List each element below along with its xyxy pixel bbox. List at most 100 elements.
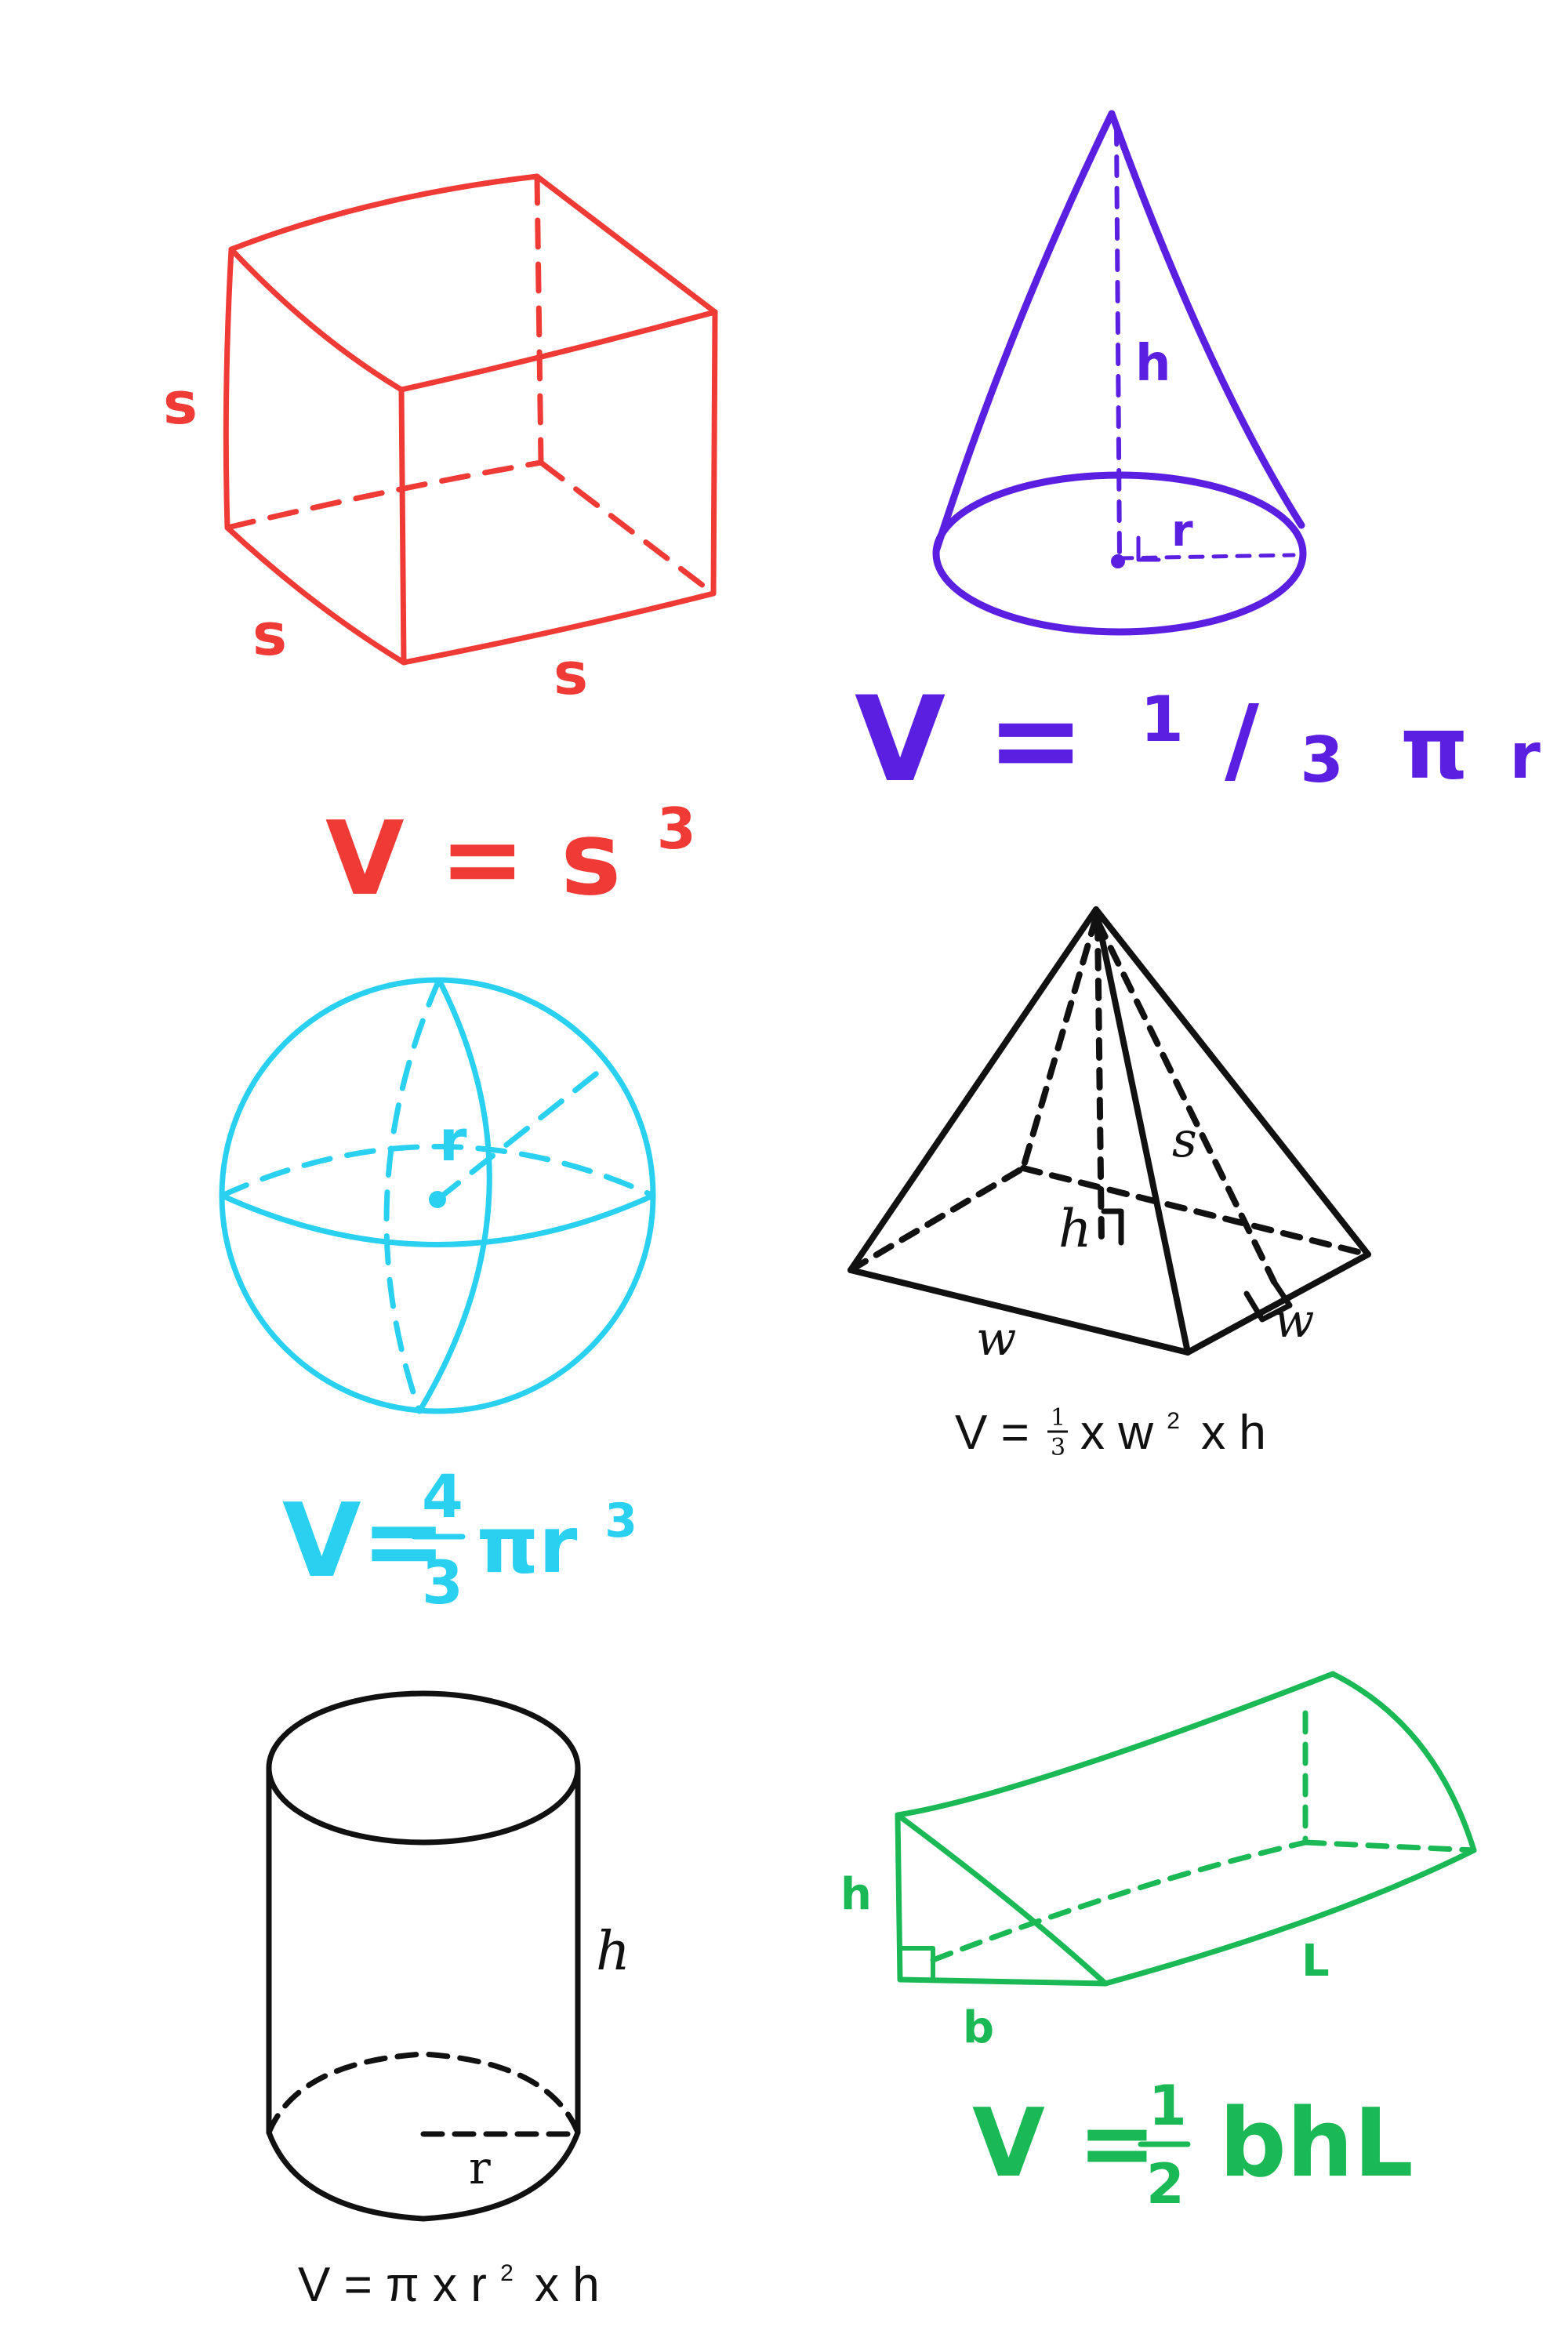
sphere-formula-pi-r: πr <box>477 1499 578 1591</box>
sphere-formula-rest: πr 3 <box>477 1494 637 1591</box>
cylinder-formula-tail: x h <box>535 2258 600 2312</box>
pyramid-height-hidden <box>1094 918 1105 1246</box>
prism-bottom-left-hidden <box>930 1839 1308 1963</box>
sphere-equator-back-hidden <box>219 1144 656 1199</box>
pyramid-base-back-left-hidden <box>848 1165 1026 1273</box>
cone-formula-r: r <box>1509 720 1541 793</box>
pyramid-formula-exponent: 2 <box>1167 1408 1180 1434</box>
sphere-formula-lhs: V= <box>282 1481 447 1600</box>
prism-label-base: b <box>963 2002 994 2053</box>
sphere-formula: V= 4 3 πr 3 <box>282 1461 637 1617</box>
cube-formula-lhs: V = s <box>325 799 621 918</box>
cone-formula-slash: / <box>1225 686 1259 795</box>
sphere-center-dot <box>429 1191 446 1208</box>
pyramid-label-width-front: w <box>976 1312 1016 1367</box>
prism-label-height: h <box>840 1869 872 1920</box>
cube-label-bottom-right: s <box>554 641 588 708</box>
pyramid-base-right <box>1185 1251 1371 1356</box>
pyramid-edge-back-hidden <box>1020 914 1099 1171</box>
cube-top-edge-right <box>534 173 718 315</box>
cone-formula-lhs: V = <box>855 672 1085 808</box>
cylinder-figure <box>266 1690 581 2222</box>
cylinder-formula-exponent: 2 <box>500 2260 514 2286</box>
pyramid-slant-right-angle <box>1243 1279 1293 1323</box>
prism-label-length: L <box>1301 1936 1330 1987</box>
pyramid-edge-front-left <box>848 906 1099 1273</box>
pyramid-figure <box>848 906 1371 1356</box>
sphere-formula-numerator: 4 <box>422 1461 463 1531</box>
cube-label-left: s <box>163 370 198 437</box>
cone-formula: V = 1 / 3 π r 2 h <box>855 633 1568 810</box>
prism-formula: V = 1 2 bhL <box>972 2074 1414 2216</box>
pyramid-formula-numerator: 1 <box>1051 1404 1065 1432</box>
pyramid-label-height: h <box>1058 1199 1092 1259</box>
cylinder-bottom-front <box>266 2129 581 2222</box>
prism-front-hypotenuse <box>895 1812 1109 1987</box>
sphere-formula-exponent: 3 <box>604 1494 637 1548</box>
pyramid-base-front <box>848 1267 1191 1356</box>
cylinder-formula-main: V = π x r <box>298 2258 487 2312</box>
cube-edge-front-vertical <box>398 387 407 666</box>
cube-edge-right-vertical <box>710 309 718 597</box>
prism-formula-numerator: 1 <box>1149 2074 1187 2138</box>
sphere-meridian-back-hidden <box>383 977 442 1414</box>
prism-formula-denominator: 2 <box>1146 2152 1185 2216</box>
cube-bottom-back-right-hidden <box>538 459 717 597</box>
cylinder-bottom-back-hidden <box>266 2051 581 2136</box>
pyramid-edge-front-center <box>1093 906 1191 1356</box>
sphere-formula-denominator: 3 <box>422 1548 463 1617</box>
cone-figure <box>932 110 1307 636</box>
pyramid-label-slant: s <box>1172 1111 1197 1168</box>
cone-side-right <box>1108 110 1305 529</box>
pyramid-formula-mid: x w <box>1080 1406 1153 1460</box>
cylinder-top <box>266 1690 581 1846</box>
cube-formula-exponent: 3 <box>657 796 696 862</box>
cone-formula-pi: π <box>1400 698 1468 798</box>
pyramid-base-back-right-hidden <box>1020 1165 1371 1258</box>
cone-label-radius: r <box>1171 506 1193 557</box>
cylinder-formula: V = π x r 2 x h <box>298 2238 600 2312</box>
sphere-equator-front <box>219 1192 656 1247</box>
cube-bottom-edge-right <box>401 590 717 666</box>
cone-formula-numerator: 1 <box>1140 683 1184 756</box>
cube-top-edge-left <box>228 246 405 393</box>
cone-label-height: h <box>1135 335 1171 393</box>
cube-bottom-back-left-hidden <box>224 459 544 531</box>
sphere-meridian-front <box>416 977 492 1414</box>
cube-edge-left-vertical <box>223 246 234 531</box>
cube-label-bottom-left: s <box>252 601 287 669</box>
pyramid-formula-denominator: 3 <box>1051 1434 1065 1461</box>
cube-formula: V = s 3 <box>325 796 696 918</box>
pyramid-height-right-angle <box>1101 1208 1124 1246</box>
cube-top-edge-front <box>398 309 718 393</box>
cone-right-angle-mark <box>1136 535 1161 562</box>
sphere-label-radius: r <box>439 1108 467 1174</box>
pyramid-edge-front-right <box>1093 906 1371 1258</box>
pyramid-label-width-side: w <box>1274 1294 1314 1348</box>
prism-formula-lhs: V = <box>972 2089 1156 2198</box>
prism-front-height <box>895 1812 903 1983</box>
cylinder-label-height: h <box>596 1921 630 1983</box>
pyramid-formula-tail: x h <box>1201 1406 1266 1460</box>
prism-figure <box>895 1671 1477 1987</box>
pyramid-formula: V = 1 3 x w 2 x h <box>955 1385 1266 1461</box>
prism-bottom-right-edge <box>1102 1847 1477 1987</box>
prism-top-edge <box>895 1671 1336 1818</box>
sphere-radius-hidden <box>434 1065 607 1203</box>
cube-edge-back-vertical-hidden <box>534 173 544 466</box>
cone-radius-hidden <box>1117 553 1296 561</box>
cube-top-edge-back <box>228 173 540 252</box>
cone-formula-denominator: 3 <box>1300 724 1344 797</box>
prism-formula-rest: bhL <box>1219 2089 1414 2198</box>
prism-back-top-right <box>1330 1671 1477 1853</box>
cylinder-label-radius: r <box>469 2141 491 2194</box>
sphere-figure <box>219 977 656 1414</box>
cube-figure <box>223 173 718 666</box>
cone-height-hidden <box>1114 123 1122 561</box>
prism-back-base-hidden <box>1302 1839 1477 1853</box>
cone-side-left <box>933 110 1116 553</box>
cone-center-dot <box>1111 554 1125 568</box>
pyramid-formula-rest: x w 2 x h <box>1080 1385 1266 1460</box>
prism-right-angle-mark <box>899 1946 935 1982</box>
